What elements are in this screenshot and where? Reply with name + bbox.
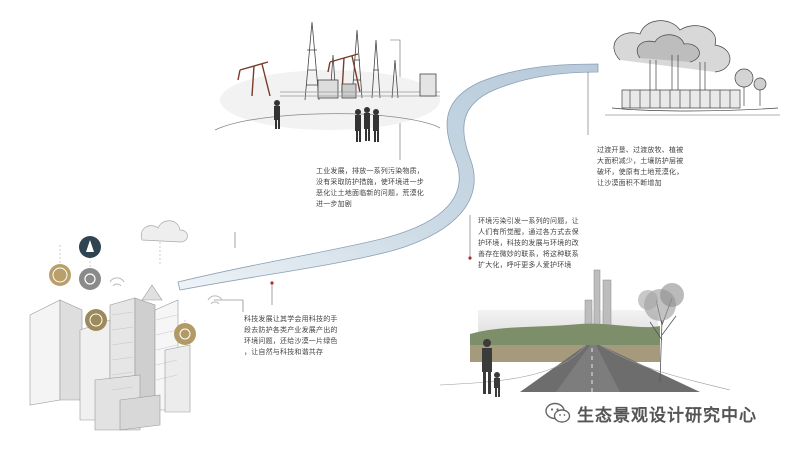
oil-field-scene	[214, 21, 441, 142]
watermark: 生态景观设计研究中心	[545, 398, 785, 428]
winding-road	[177, 63, 599, 291]
factory-pollution-sketch	[605, 20, 780, 116]
wechat-icon	[545, 402, 571, 423]
note-technology-protection: 科技发展让其学会用科技的手 段去防护各类产业发展产出的 环境问题，还给沙漠一片绿…	[244, 315, 338, 356]
watermark-text: 生态景观设计研究中心	[577, 405, 757, 426]
note-industrial-pollution: 工业发展，排放一系列污染物质， 没有采取防护措施，使环境进一步 恶化让土地面临新…	[316, 167, 424, 208]
green-road-scene	[439, 269, 731, 397]
technology-city-scene	[29, 220, 223, 431]
note-environment-awareness: 环境污染引发一系列的问题，让 人们有所觉醒，通过各方式去保 护环境，科技的发展与…	[478, 217, 579, 269]
note-desertification: 过渡开垦、过渡放牧、植被 大面积减少，土壤防护层被 破坏，使原有土地荒漠化， 让…	[597, 146, 684, 187]
road-markers	[270, 256, 472, 285]
